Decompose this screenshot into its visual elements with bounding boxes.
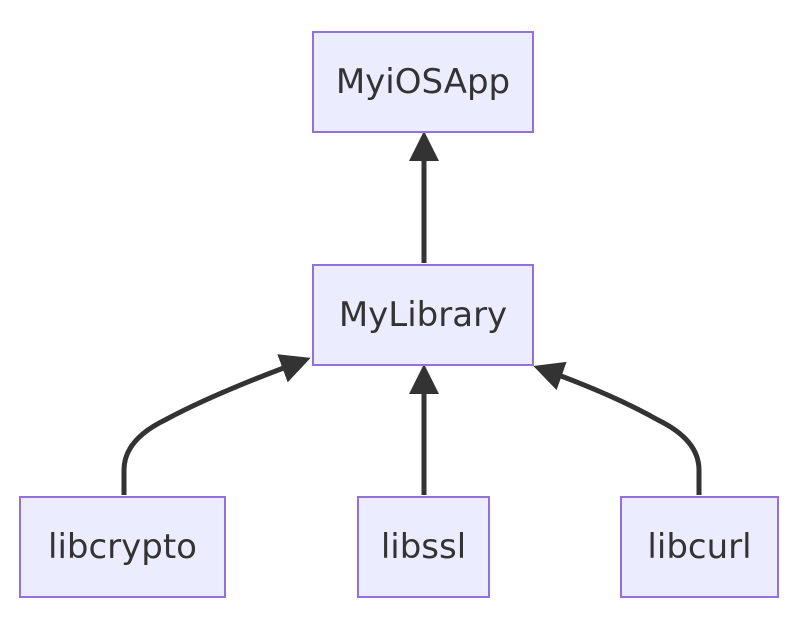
edge-libcurl-to-mylibrary <box>533 361 702 495</box>
node-myiosapp: MyiOSApp <box>312 31 534 133</box>
node-mylibrary: MyLibrary <box>312 264 534 366</box>
node-label: MyiOSApp <box>335 62 511 102</box>
node-libcrypto: libcrypto <box>19 496 226 598</box>
edge-libcrypto-to-mylibrary <box>121 354 311 495</box>
node-label: MyLibrary <box>338 295 508 335</box>
node-label: libcurl <box>647 527 752 567</box>
node-libssl: libssl <box>357 496 490 598</box>
node-libcurl: libcurl <box>620 496 779 598</box>
node-label: libssl <box>380 527 467 567</box>
node-label: libcrypto <box>48 527 197 567</box>
